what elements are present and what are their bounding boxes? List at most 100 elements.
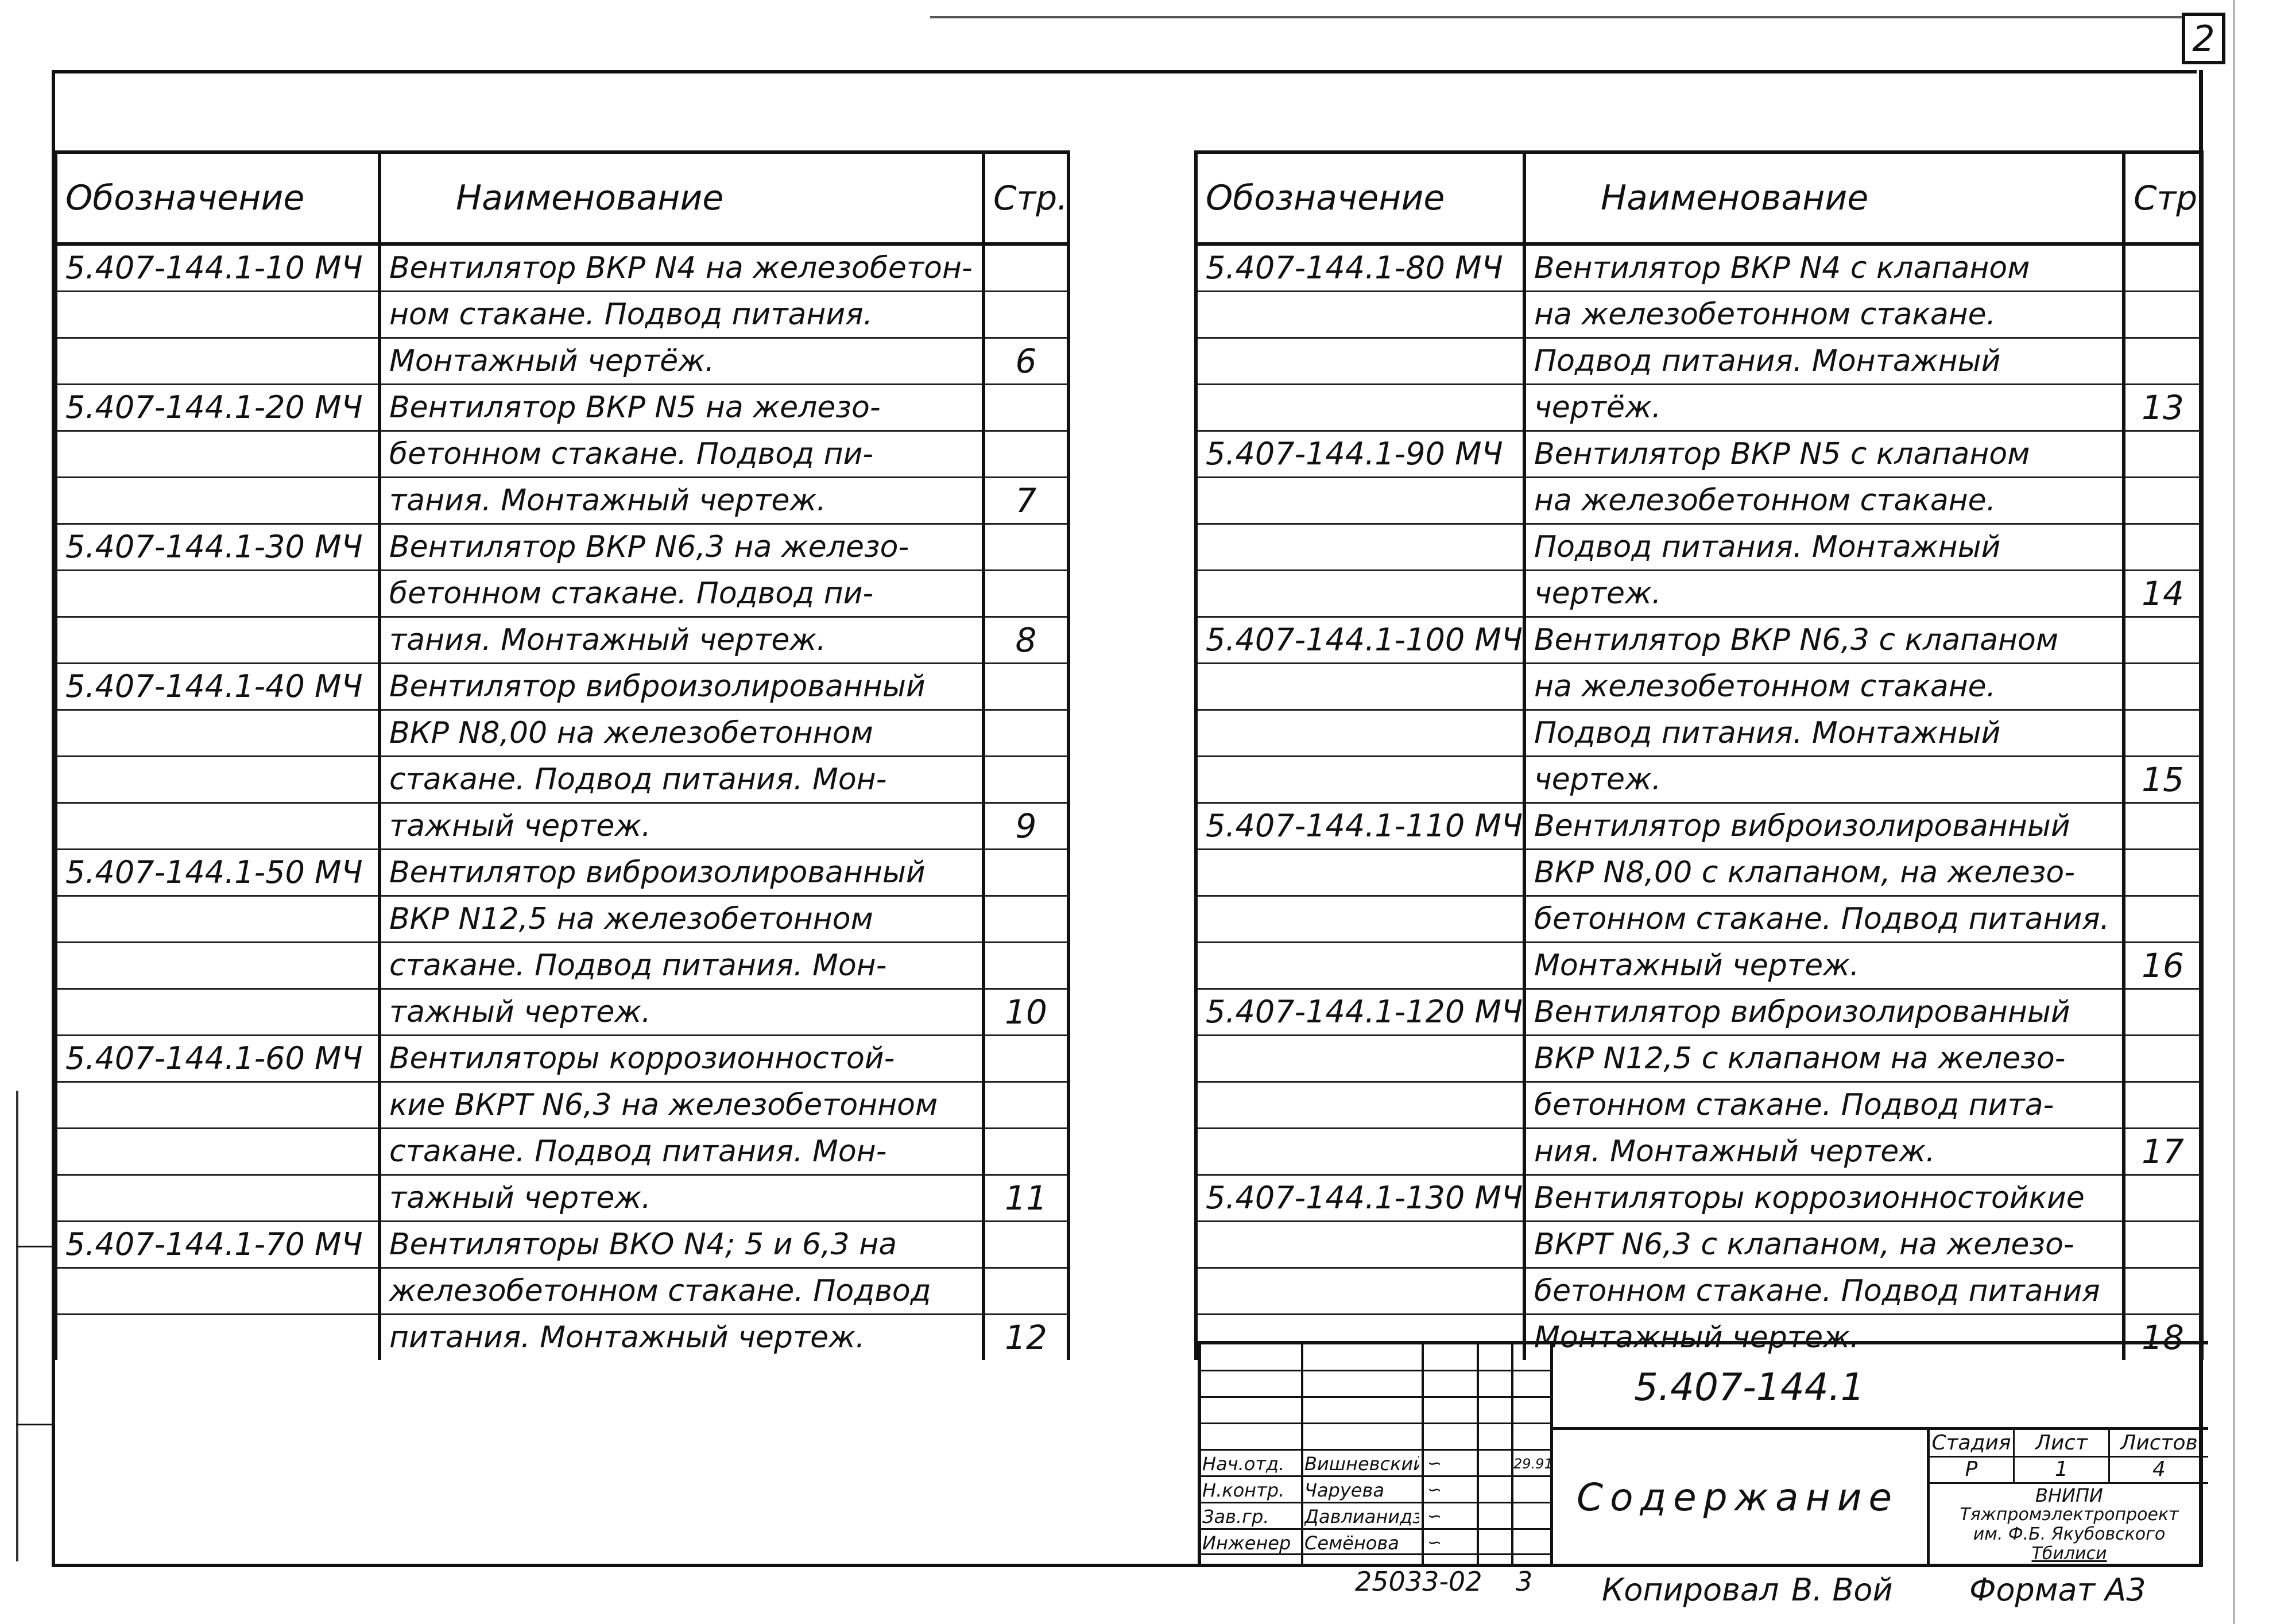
row-name: бетонном стакане. Подвод пита- xyxy=(1524,1082,2124,1129)
header-name: Наименование xyxy=(1524,152,2124,246)
tb-col-line-3 xyxy=(1477,1341,1479,1566)
row-designation: 5.407-144.1-60 МЧ xyxy=(56,1035,381,1083)
row-page xyxy=(982,756,1068,804)
row-designation xyxy=(56,1314,381,1360)
row-designation xyxy=(1196,710,1526,757)
header-page: Стр. xyxy=(2122,152,2202,246)
row-designation: 5.407-144.1-10 МЧ xyxy=(56,244,381,292)
sheets-label: Листов xyxy=(2120,1431,2198,1455)
row-page xyxy=(2122,617,2202,664)
row-name: Вентилятор ВКР N6,3 на железо- xyxy=(380,524,984,571)
tb-col-line-4 xyxy=(1511,1341,1513,1566)
row-designation xyxy=(1196,1128,1526,1176)
row-page xyxy=(2122,710,2202,757)
row-page xyxy=(2122,1268,2202,1315)
table-row: Подвод питания. Монтажный xyxy=(1196,524,2202,571)
row-page xyxy=(2122,1035,2202,1083)
row-name: ВКР N8,00 с клапаном, на железо- xyxy=(1524,849,2124,897)
contents-table-right: Обозначение Наименование Стр. 5.407-144.… xyxy=(1194,150,2204,1360)
staff-signature-icon: ∽ xyxy=(1427,1533,1442,1553)
row-name: Вентилятор ВКР N5 на железо- xyxy=(380,384,984,432)
row-name: Монтажный чертеж. xyxy=(1534,1320,1860,1355)
staff-row: Зав.гр. Давлианидзе ∽ xyxy=(1198,1504,1548,1529)
staff-role: Инженер xyxy=(1202,1532,1291,1554)
row-name: ВКРТ N6,3 с клапаном, на железо- xyxy=(1524,1221,2124,1269)
copier-signature: В. Вой xyxy=(1791,1572,1893,1608)
row-designation xyxy=(56,710,381,757)
staff-date: 29.91 xyxy=(1513,1456,1550,1472)
table-row: ния. Монтажный чертеж.17 xyxy=(1196,1128,2202,1176)
frame-top-line xyxy=(52,70,2197,73)
staff-row: Инженер Семёнова ∽ xyxy=(1198,1530,1548,1556)
row-designation xyxy=(56,617,381,664)
table-row: ВКР N8,00 с клапаном, на железо- xyxy=(1196,849,2202,897)
row-page xyxy=(2122,524,2202,571)
tb-row-line-3 xyxy=(1198,1423,1550,1424)
row-designation: 5.407-144.1-50 МЧ xyxy=(56,849,381,897)
tb-row-line-2 xyxy=(1198,1396,1550,1398)
tb-main-divider xyxy=(1550,1427,2208,1430)
inventory-suffix: 3 xyxy=(1516,1566,1533,1597)
header-designation: Обозначение xyxy=(56,152,381,246)
table-row: тания. Монтажный чертеж.7 xyxy=(56,477,1068,525)
staff-name: Давлианидзе xyxy=(1304,1506,1419,1528)
row-name: Подвод питания. Монтажный xyxy=(1524,710,2124,757)
table-header-row: Обозначение Наименование Стр. xyxy=(1196,152,2202,246)
row-name: тажный чертеж. xyxy=(380,803,984,850)
row-name: тания. Монтажный чертеж. xyxy=(380,617,984,664)
row-page xyxy=(2122,849,2202,897)
row-page: 10 xyxy=(982,989,1068,1036)
stage-label: Стадия xyxy=(1931,1431,2011,1455)
row-designation xyxy=(1196,338,1526,385)
staff-signature-icon: ∽ xyxy=(1427,1506,1442,1526)
row-name: стакане. Подвод питания. Мон- xyxy=(380,942,984,990)
row-page xyxy=(982,663,1068,711)
contents-table-left: Обозначение Наименование Стр. 5.407-144.… xyxy=(54,150,1070,1360)
tb-left-line xyxy=(1198,1341,1201,1566)
margin-binding-tick-1 xyxy=(16,1246,52,1247)
margin-binding-tick-2 xyxy=(16,1424,52,1425)
tb-row-line-8 xyxy=(1198,1553,1550,1555)
table-row: ВКР N8,00 на железобетонном xyxy=(56,710,1068,757)
row-page xyxy=(2122,431,2202,478)
row-designation xyxy=(56,896,381,943)
row-page: 9 xyxy=(982,803,1068,850)
table-row: Монтажный чертёж.6 xyxy=(56,338,1068,385)
row-designation xyxy=(1196,942,1526,990)
row-page: 8 xyxy=(982,617,1068,664)
row-name: чертёж. xyxy=(1524,384,2124,432)
margin-binding-strip xyxy=(16,1091,18,1561)
row-name: Вентилятор виброизолированный xyxy=(380,849,984,897)
tb-stage-divider xyxy=(1927,1427,1930,1566)
organization-line: Тяжпромэлектропроект xyxy=(1960,1505,2179,1525)
organization-line: Тбилиси xyxy=(2031,1544,2107,1564)
table-row: бетонном стакане. Подвод пи- xyxy=(56,431,1068,478)
row-designation xyxy=(56,1175,381,1222)
sheet-label: Лист xyxy=(2035,1431,2088,1455)
row-designation: 5.407-144.1-100 МЧ xyxy=(1196,617,1526,664)
row-page: 16 xyxy=(2122,942,2202,990)
row-designation: 5.407-144.1-130 МЧ xyxy=(1196,1175,1526,1222)
row-designation: 5.407-144.1-110 МЧ xyxy=(1196,803,1526,850)
row-page: 18 xyxy=(2122,1314,2202,1360)
organization-line: ВНИПИ xyxy=(2035,1486,2103,1505)
row-designation xyxy=(56,1268,381,1315)
row-page xyxy=(2122,477,2202,525)
row-page xyxy=(982,291,1068,339)
row-designation xyxy=(1196,1082,1526,1129)
table-row: железобетонном стакане. Подвод xyxy=(56,1268,1068,1315)
table-row: ВКР N12,5 на железобетонном xyxy=(56,896,1068,943)
row-page xyxy=(2122,896,2202,943)
row-page xyxy=(2122,1175,2202,1222)
tb-col-line-2 xyxy=(1422,1341,1424,1566)
row-designation xyxy=(1196,1268,1526,1315)
row-name: Вентиляторы коррозионностойкие xyxy=(1524,1175,2124,1222)
table-row: бетонном стакане. Подвод пи- xyxy=(56,570,1068,618)
row-designation xyxy=(56,756,381,804)
row-page: 14 xyxy=(2122,570,2202,618)
row-page xyxy=(982,524,1068,571)
